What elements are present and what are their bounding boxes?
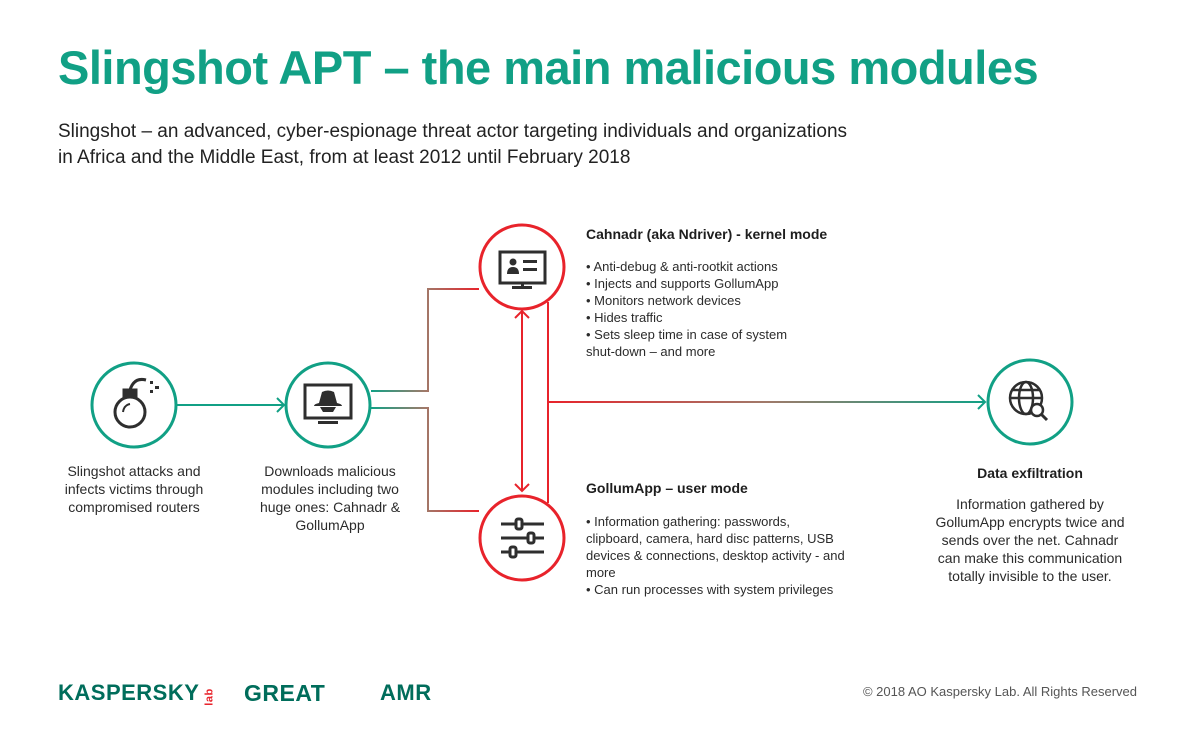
caption-line: GollumApp encrypts twice and <box>935 514 1125 530</box>
subtitle: Slingshot – an advanced, cyber-espionage… <box>58 119 847 171</box>
subtitle-line: Slingshot – an advanced, cyber-espionage… <box>58 121 848 142</box>
globe-search-icon <box>1008 380 1049 422</box>
kaspersky-logo: KASPERSKY lab <box>58 680 219 706</box>
connector-attack-download <box>177 397 286 413</box>
caption-line: Information gathered by <box>956 496 1104 512</box>
caption-line: infects victims through <box>64 481 204 497</box>
bullet-item: devices & connections, desktop activity … <box>586 548 845 563</box>
exfil-heading: Data exfiltration <box>977 465 1083 481</box>
amr-logo: AMR <box>380 680 432 705</box>
caption-line: huge ones: Cahnadr & <box>259 499 401 515</box>
connector-download-cahnadr <box>371 288 479 392</box>
kaspersky-wordmark: KASPERSKY <box>58 680 200 705</box>
cahnadr-heading: Cahnadr (aka Ndriver) - kernel mode <box>586 226 828 242</box>
exfil-caption: Information gathered by GollumApp encryp… <box>910 495 1150 585</box>
page-title: Slingshot APT – the main malicious modul… <box>58 41 1039 94</box>
connector-to-exfiltration <box>548 394 987 410</box>
attack-caption: Slingshot attacks and infects victims th… <box>44 462 224 516</box>
subtitle-line: in Africa and the Middle East, from at l… <box>58 147 631 168</box>
cahnadr-node-circle <box>478 223 566 311</box>
caption-line: totally invisible to the user. <box>948 568 1112 584</box>
bullet-item: more <box>586 565 616 580</box>
caption-line: can make this communication <box>937 550 1123 566</box>
bullet-item: clipboard, camera, hard disc patterns, U… <box>586 531 834 546</box>
bullet-item: • Monitors network devices <box>586 293 741 308</box>
caption-line: sends over the net. Cahnadr <box>941 532 1119 548</box>
copyright-text: © 2018 AO Kaspersky Lab. All Rights Rese… <box>862 684 1137 699</box>
caption-line: Downloads malicious <box>264 463 396 479</box>
caption-line: GollumApp <box>295 517 365 533</box>
sliders-icon <box>501 517 544 559</box>
exfil-node-circle <box>986 358 1074 446</box>
cahnadr-bullets: • Anti-debug & anti-rootkit actions • In… <box>586 258 787 360</box>
bullet-item: • Injects and supports GollumApp <box>586 276 779 291</box>
bullet-item: • Sets sleep time in case of system <box>586 327 788 342</box>
connector-download-gollum <box>371 407 479 512</box>
monitor-id-card-icon <box>498 250 547 289</box>
attack-node-circle <box>90 361 178 449</box>
bomb-icon <box>113 378 159 429</box>
bidirectional-arrow-cahnadr-gollum <box>514 309 530 493</box>
bullet-item: shut-down – and more <box>586 344 716 359</box>
bullet-item: • Anti-debug & anti-rootkit actions <box>586 259 778 274</box>
great-logo: GREAT <box>244 680 326 706</box>
spy-monitor-icon <box>303 383 353 424</box>
bullet-item: • Hides traffic <box>586 310 663 325</box>
bullet-item: • Information gathering: passwords, <box>586 514 790 529</box>
caption-line: compromised routers <box>68 499 200 515</box>
lab-wordmark: lab <box>204 688 217 706</box>
download-caption: Downloads malicious modules including tw… <box>240 462 420 534</box>
caption-line: Slingshot attacks and <box>67 463 201 479</box>
gollum-bullets: • Information gathering: passwords, clip… <box>586 513 845 598</box>
caption-line: modules including two <box>261 481 399 497</box>
gollum-heading: GollumApp – user mode <box>586 480 748 496</box>
bullet-item: • Can run processes with system privileg… <box>586 582 834 597</box>
